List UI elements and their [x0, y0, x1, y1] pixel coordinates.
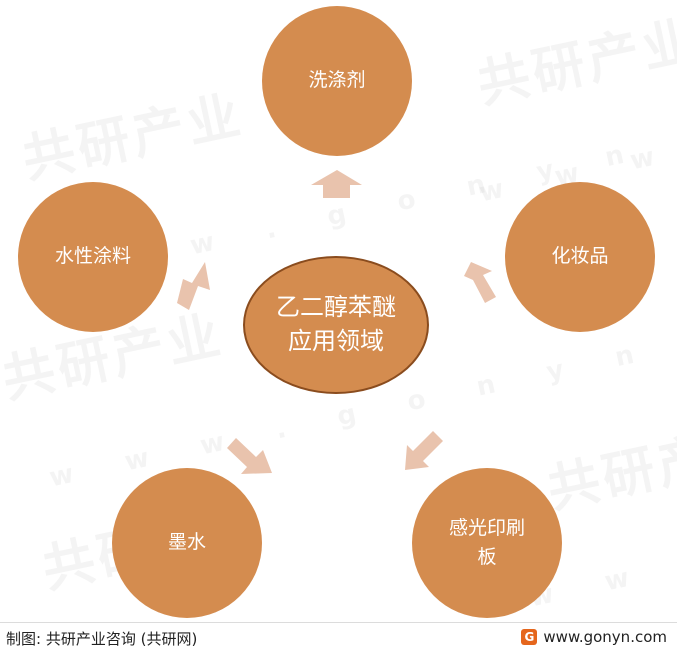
- footer-site-url: www.gonyn.com: [543, 628, 667, 646]
- node-label: 化妆品: [551, 245, 609, 268]
- footer-divider: [0, 622, 677, 623]
- node-cosmetics: 化妆品: [505, 182, 655, 332]
- center-label: 乙二醇苯醚应用领域: [276, 293, 396, 355]
- node-label: 水性涂料: [54, 245, 131, 268]
- arrow-up: [311, 170, 362, 198]
- node-label: 感光印刷板: [448, 516, 525, 568]
- node-label: 洗涤剂: [308, 69, 366, 92]
- arrow-down-right: [405, 431, 443, 470]
- arrow-down-left: [227, 438, 272, 474]
- footer-source: 制图: 共研产业咨询 (共研网): [6, 630, 198, 648]
- arrow-up-left: [177, 262, 210, 310]
- node-label: 墨水: [167, 531, 206, 554]
- center-node: 乙二醇苯醚应用领域: [243, 256, 429, 394]
- node-ink: 墨水: [112, 468, 262, 618]
- gonyn-logo-icon: G: [521, 629, 538, 645]
- footer-site: G www.gonyn.com: [521, 628, 667, 646]
- arrow-up-right: [464, 262, 496, 303]
- node-waterborne-coating: 水性涂料: [18, 182, 168, 332]
- node-detergent: 洗涤剂: [262, 6, 412, 156]
- node-photosensitive-plate: 感光印刷板: [412, 468, 562, 618]
